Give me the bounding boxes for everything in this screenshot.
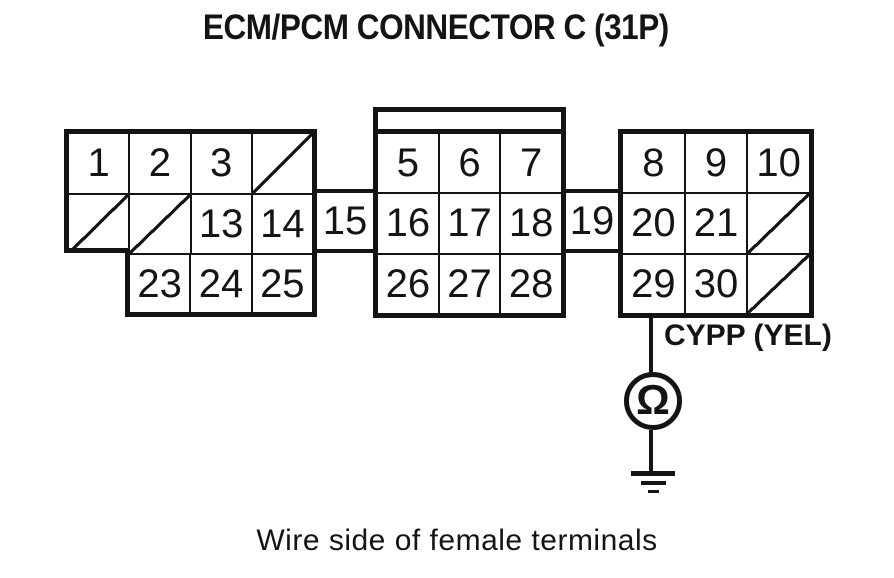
- terminal-cell-15: 15: [317, 189, 373, 253]
- diagram-caption: Wire side of female terminals: [256, 524, 658, 557]
- left-block-bottom-edge: [64, 248, 130, 253]
- empty-cavity-cell: [69, 194, 131, 253]
- terminal-cell-16: 16: [378, 194, 440, 255]
- terminal-cell-19: 19: [566, 189, 618, 253]
- terminal-cell-8: 8: [623, 134, 686, 195]
- ground-icon-bar2: [641, 481, 666, 485]
- diagram-title-text: ECM/PCM CONNECTOR C (31P): [203, 8, 669, 47]
- terminal-cell-2: 2: [130, 134, 192, 195]
- ground-icon: [631, 471, 675, 476]
- terminal-cell-5: 5: [378, 134, 440, 195]
- terminal-cell-10: 10: [748, 134, 809, 195]
- terminal-cell-30: 30: [685, 254, 749, 313]
- empty-cavity-cell: [252, 134, 312, 195]
- omega-glyph: Ω: [636, 376, 670, 423]
- empty-cavity-cell: [748, 194, 809, 255]
- terminal-cell-26: 26: [378, 254, 440, 313]
- probe-wire-lower: [649, 430, 653, 473]
- terminal-cell-17: 17: [439, 194, 502, 255]
- diagram-title: ECM/PCM CONNECTOR C (31P): [86, 8, 786, 48]
- empty-cavity-cell: [748, 254, 809, 313]
- terminal-cell-28: 28: [501, 254, 561, 313]
- wire-label: CYPP (YEL): [664, 319, 832, 352]
- terminal-cell-1: 1: [69, 134, 131, 195]
- empty-cavity-cell: [130, 194, 192, 253]
- terminal-cell-18: 18: [501, 194, 561, 255]
- terminal-cell-24: 24: [191, 255, 253, 312]
- terminal-cell-25: 25: [252, 255, 312, 312]
- ground-icon-bar3: [648, 490, 659, 493]
- terminal-cell-6: 6: [439, 134, 502, 195]
- terminal-cell-20: 20: [623, 194, 686, 255]
- probe-wire-upper: [649, 317, 653, 374]
- terminal-cell-9: 9: [685, 134, 749, 195]
- ohmmeter-icon: Ω: [624, 372, 682, 430]
- terminal-cell-29: 29: [623, 254, 686, 313]
- terminal-cell-13: 13: [191, 194, 253, 253]
- terminal-cell-7: 7: [501, 134, 561, 195]
- terminal-cell-3: 3: [191, 134, 253, 195]
- terminal-cell-14: 14: [252, 194, 312, 253]
- terminal-cell-23: 23: [130, 255, 192, 312]
- terminal-cell-21: 21: [685, 194, 749, 255]
- terminal-cell-27: 27: [439, 254, 502, 313]
